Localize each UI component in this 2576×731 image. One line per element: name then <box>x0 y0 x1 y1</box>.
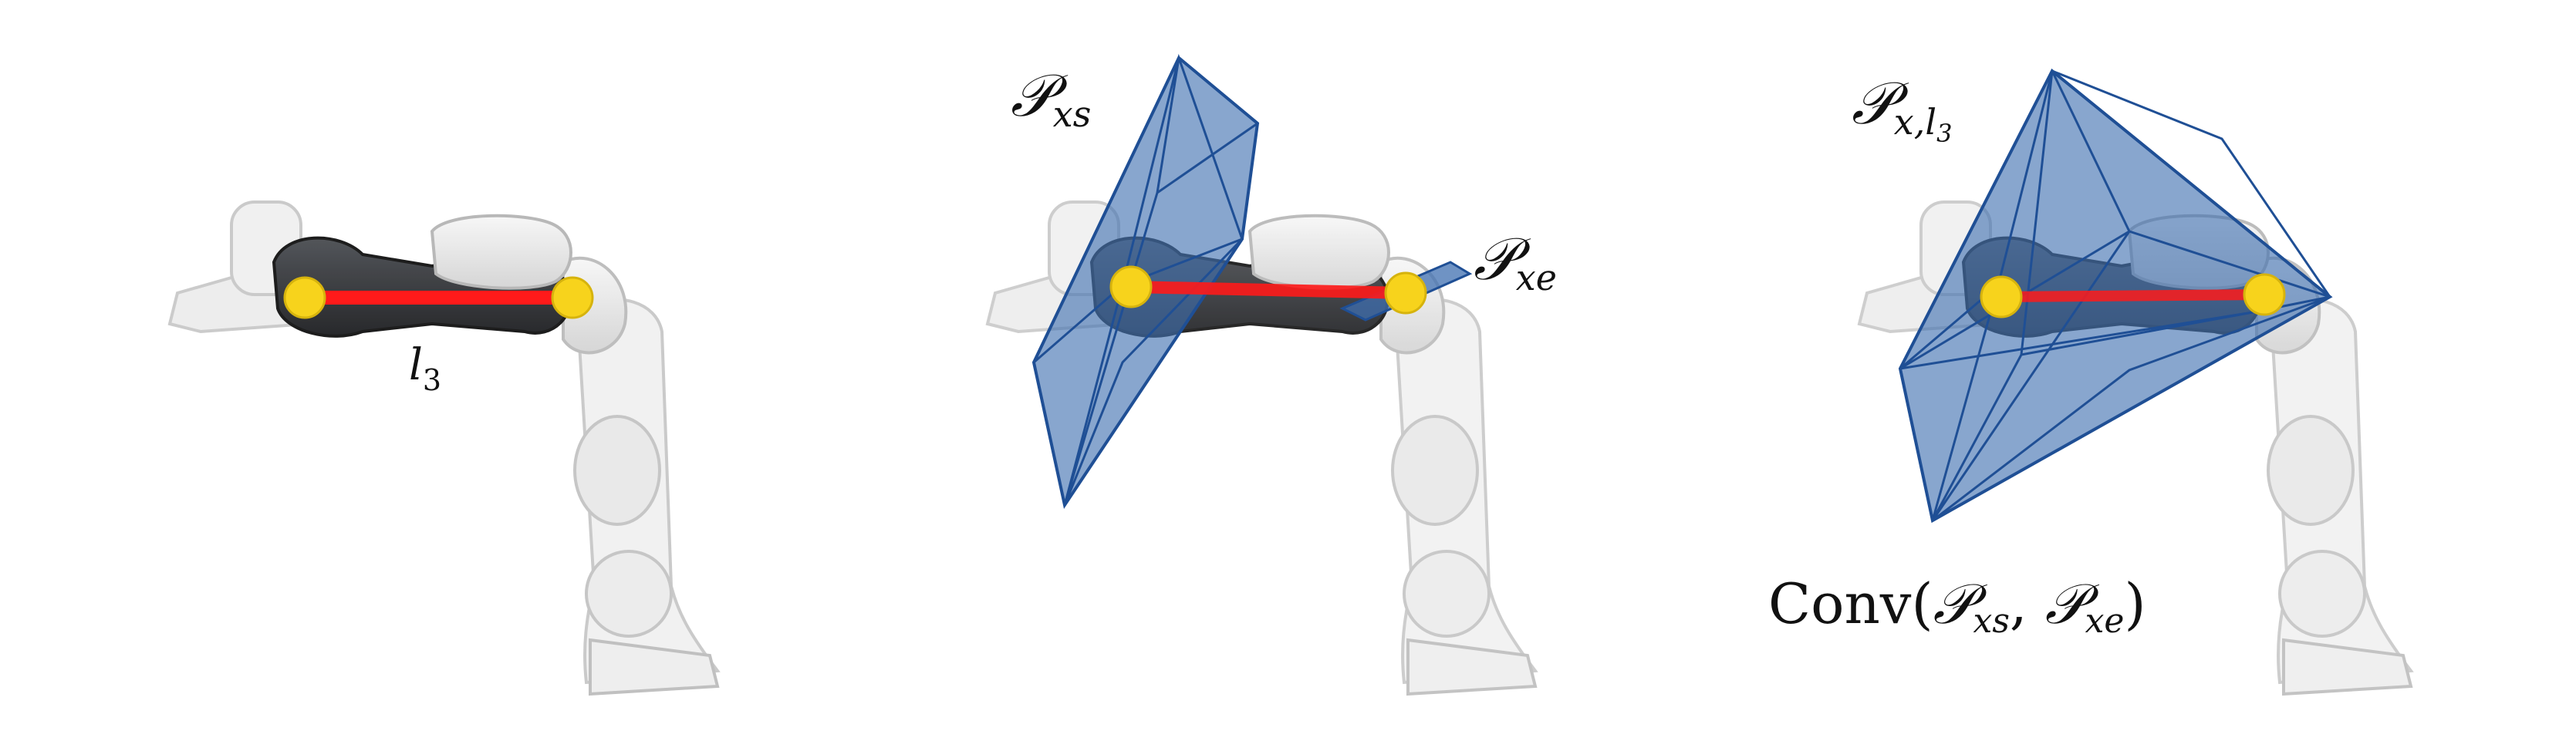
label-p-xs: 𝒫xs <box>1011 61 1091 135</box>
link-segment-l3 <box>1125 281 1412 299</box>
robot-elbow-housing <box>430 214 572 290</box>
robot-joint <box>1403 550 1491 638</box>
panel-right: 𝒫x,l3 Conv(𝒫xs, 𝒫xe) <box>1768 68 2414 696</box>
robot-arm <box>167 200 721 696</box>
robot-joint <box>2267 415 2355 526</box>
robot-foot <box>2282 638 2413 696</box>
label-p-x-l3: 𝒫x,l3 <box>1852 69 1952 148</box>
robot-foot <box>1406 638 1538 696</box>
joint-marker-start <box>1980 275 2023 318</box>
joint-marker-start <box>283 276 326 319</box>
link-segment-l3 <box>1996 289 2270 302</box>
panel-middle: 𝒫xs 𝒫xe <box>985 53 1557 696</box>
label-p-xe: 𝒫xe <box>1474 224 1557 298</box>
polytope-start-edges <box>1032 57 1258 506</box>
joint-marker-end <box>551 276 594 319</box>
robot-joint <box>585 550 673 638</box>
robot-joint <box>1391 415 1479 526</box>
robot-joint <box>2278 550 2366 638</box>
polytope-hull-edges <box>2020 69 2331 355</box>
joint-marker-end <box>1384 271 1427 315</box>
joint-marker-start <box>1109 265 1153 308</box>
label-l3: l3 <box>409 340 441 397</box>
robot-elbow-housing <box>1247 214 1390 290</box>
label-conv: Conv(𝒫xs, 𝒫xe) <box>1768 571 2146 641</box>
joint-marker-end <box>2243 273 2286 316</box>
robot-foot <box>589 638 720 696</box>
polytope-start-edges <box>1033 53 1244 506</box>
panel-left: l3 <box>167 200 721 696</box>
polytope-hull-edges <box>1899 70 2331 521</box>
robot-joint <box>573 415 661 526</box>
